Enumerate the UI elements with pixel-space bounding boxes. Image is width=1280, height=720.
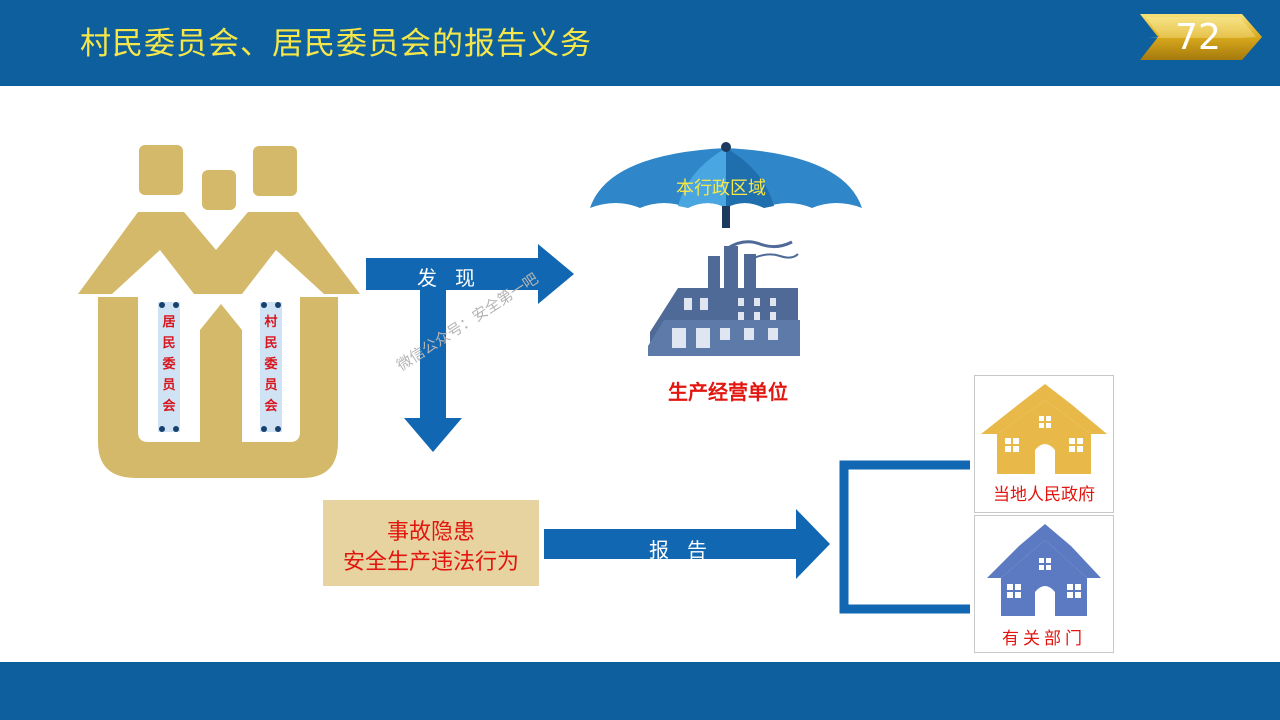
discover-arrow — [366, 244, 574, 304]
left-banner-bg — [158, 302, 180, 432]
discover-arrow-label: 发现 — [417, 266, 493, 290]
hazard-line-2: 安全生产违法行为 — [342, 550, 519, 575]
left-banner-label: 居 民 委 员 会 — [162, 315, 176, 414]
person-head-left — [139, 145, 183, 195]
person-head-center — [202, 170, 236, 210]
page-number-badge — [1140, 14, 1262, 60]
bracket-connector — [839, 460, 970, 614]
departments-box: 有关部门 — [974, 515, 1114, 653]
right-banner-bg — [260, 302, 282, 432]
person-head-right — [253, 146, 297, 196]
hazard-box: 事故隐患 安全生产违法行为 — [323, 500, 539, 586]
umbrella-icon — [590, 142, 862, 228]
departments-label: 有关部门 — [1002, 629, 1086, 649]
government-label: 当地人民政府 — [993, 485, 1095, 505]
report-arrow-label: 报告 — [649, 538, 725, 562]
house-walls — [98, 297, 338, 478]
hazard-line-1: 事故隐患 — [386, 520, 475, 545]
government-house-icon — [981, 384, 1107, 474]
center-pillar — [200, 304, 242, 450]
down-arrow — [404, 288, 462, 452]
committee-icon — [78, 145, 360, 478]
footer-bar — [0, 662, 1280, 720]
roof-shape — [78, 212, 360, 294]
page-number: 72 — [1175, 17, 1221, 58]
government-box: 当地人民政府 — [974, 375, 1114, 513]
report-arrow — [544, 509, 830, 579]
factory-icon — [648, 240, 800, 356]
header-bar — [0, 0, 1280, 86]
factory-label: 生产经营单位 — [668, 380, 788, 404]
departments-house-icon — [987, 524, 1101, 616]
right-banner-label: 村 民 委 员 会 — [264, 315, 278, 414]
umbrella-label: 本行政区域 — [676, 178, 766, 199]
page-title: 村民委员会、居民委员会的报告义务 — [80, 26, 592, 62]
